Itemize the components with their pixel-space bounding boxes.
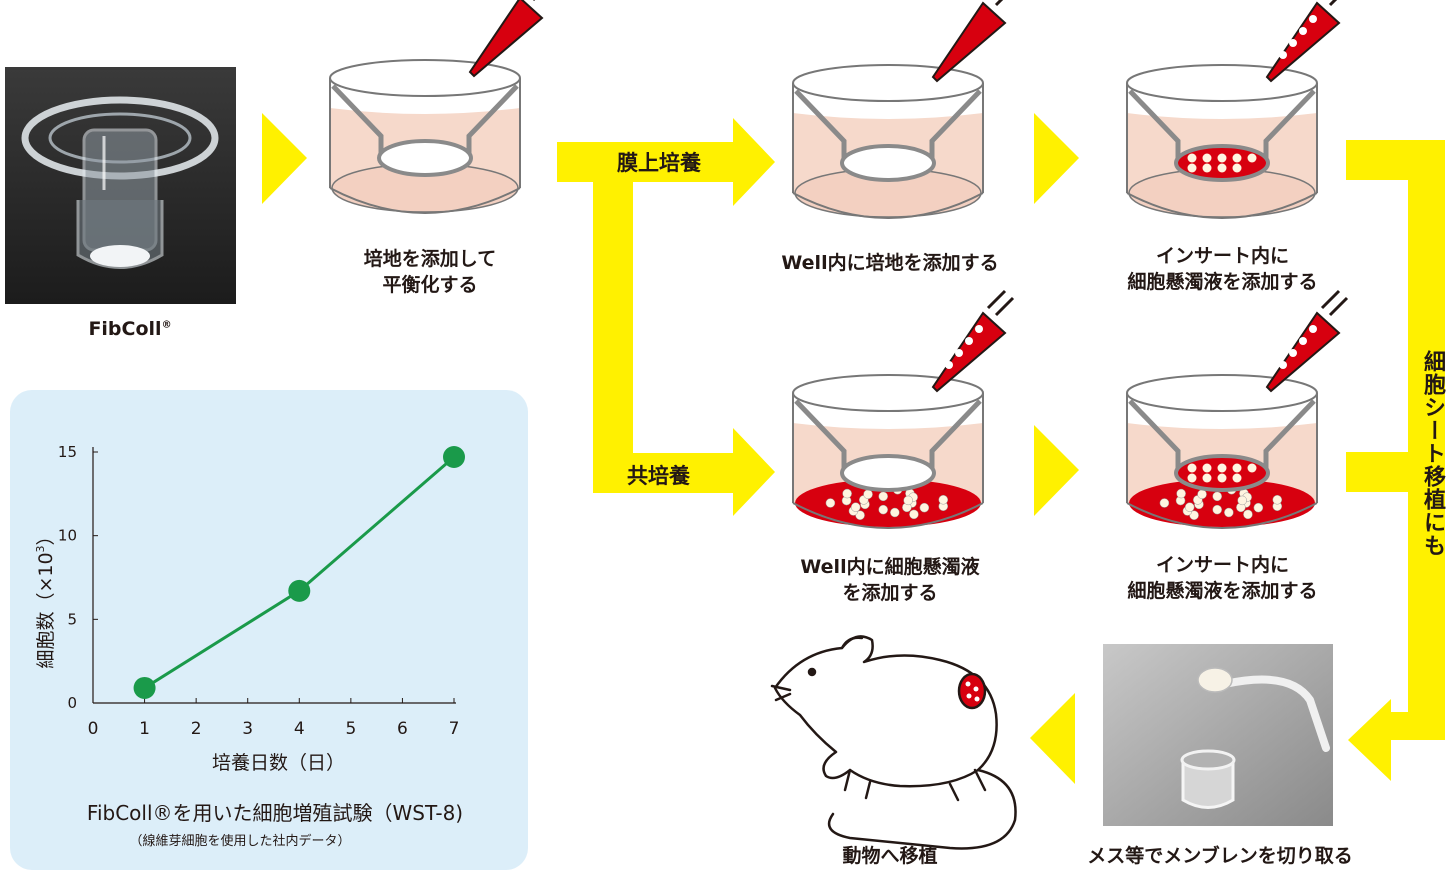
arrow-right-1	[262, 113, 307, 204]
mouse-illustration	[770, 635, 1017, 850]
membrane-cut-photo	[1103, 644, 1333, 826]
beaker-insert-cells-top	[1126, 0, 1341, 219]
branch-label-membrane: 膜上培養	[617, 151, 701, 175]
side-note-sheet-transplant: 細胞シート移植にも	[1420, 350, 1445, 557]
chart-title: FibColl®を用いた細胞増殖試験（WST-8)	[86, 801, 464, 825]
caption-well-add-medium: Well内に培地を添加する	[781, 252, 999, 274]
beaker-well-medium	[792, 0, 1007, 219]
caption-equilibrate: 培地を添加して 平衡化する	[363, 248, 497, 296]
beaker-equilibrate	[329, 0, 544, 214]
beaker-insert-cells-bottom	[1126, 289, 1349, 529]
branch-arrow	[557, 118, 775, 516]
beaker-well-cells	[792, 289, 1015, 529]
return-arrow	[1346, 140, 1445, 781]
insert-beakers	[329, 0, 1349, 529]
arrow-right-3	[1034, 425, 1079, 516]
arrow-right-2	[1034, 113, 1079, 204]
caption-insert-add-cells-bottom: インサート内に 細胞懸濁液を添加する	[1127, 554, 1318, 602]
arrow-left-1	[1030, 693, 1075, 784]
caption-insert-add-cells-top: インサート内に 細胞懸濁液を添加する	[1127, 245, 1318, 293]
fibcoll-label: FibColl®	[88, 318, 172, 340]
fibcoll-photo	[5, 67, 236, 304]
caption-transplant: 動物へ移植	[842, 845, 938, 867]
caption-cut-membrane: メス等でメンブレンを切り取る	[1087, 845, 1353, 867]
branch-label-coculture: 共培養	[627, 464, 690, 488]
caption-well-add-cells: Well内に細胞懸濁液 を添加する	[800, 556, 980, 604]
chart-note: （線維芽細胞を使用した社内データ）	[129, 834, 351, 849]
